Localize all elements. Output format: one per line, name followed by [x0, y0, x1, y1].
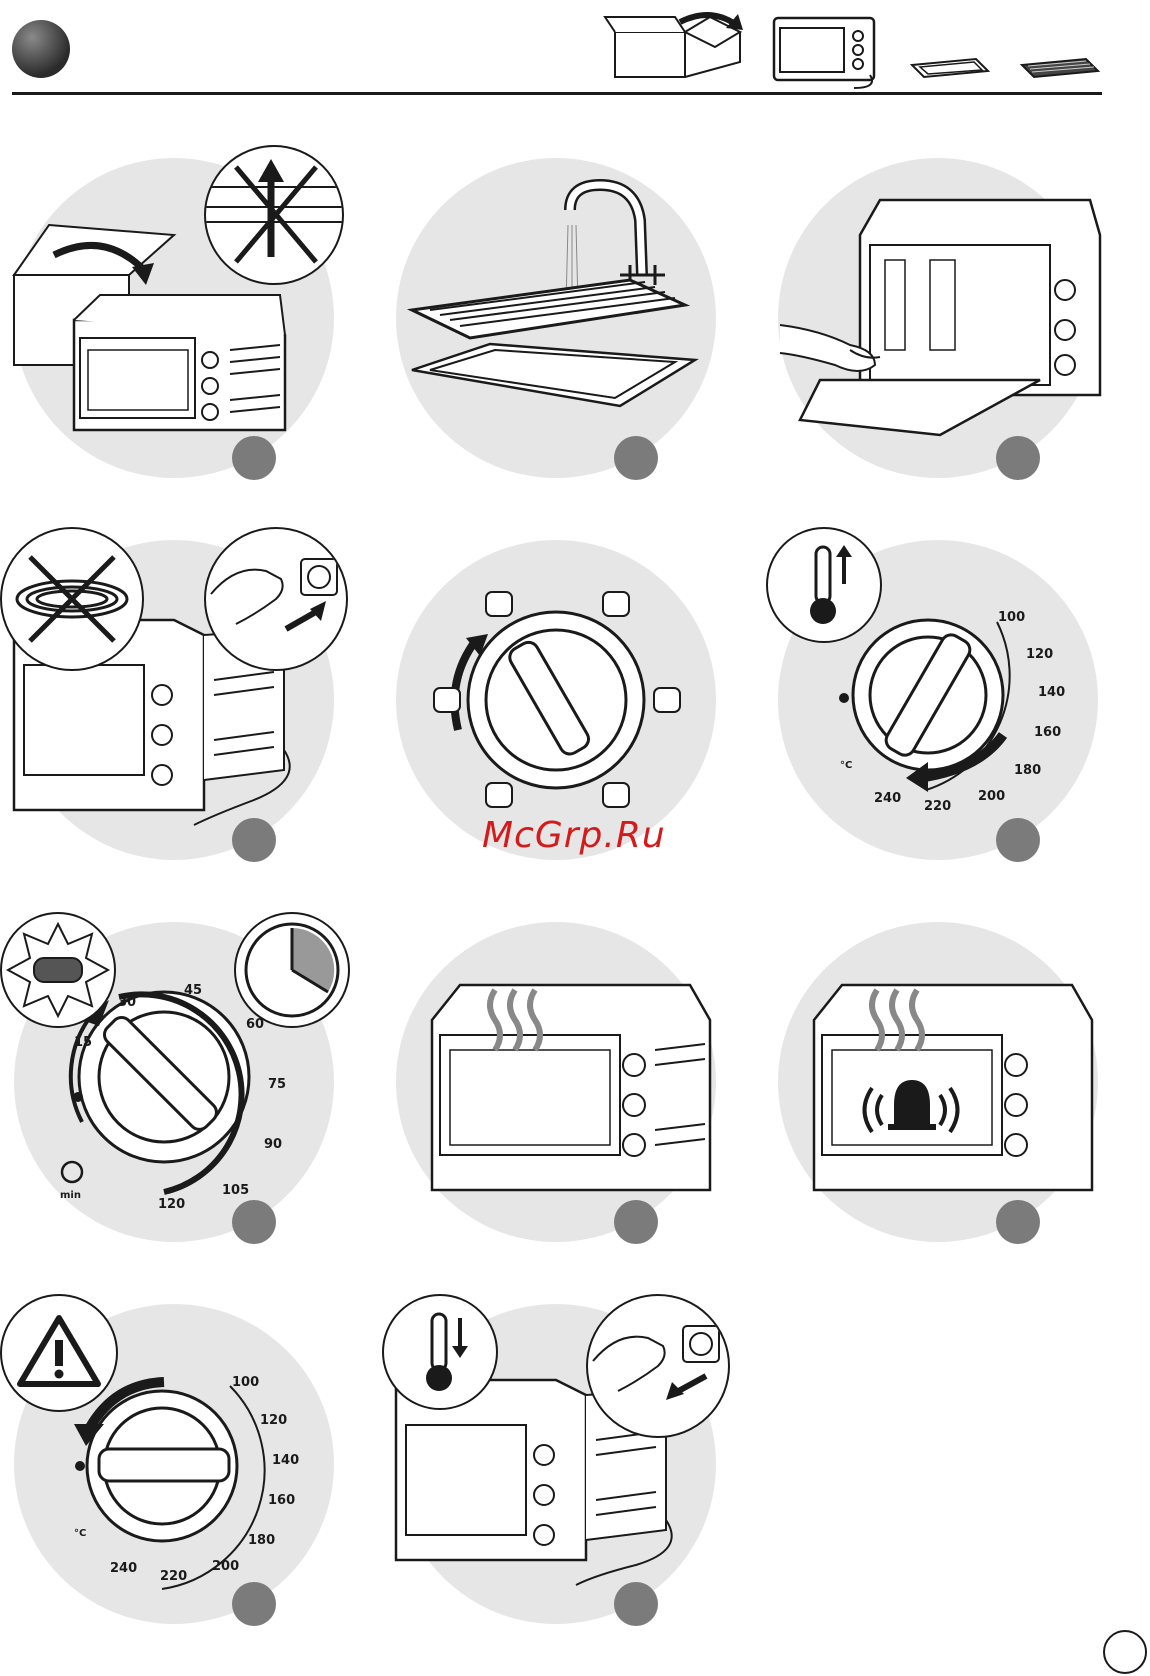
clock-icon [234, 912, 350, 1028]
oven-bell-icon [812, 980, 1102, 1200]
unit-label: °C [840, 760, 852, 771]
unit-label: °C [74, 1528, 86, 1539]
warning-icon [0, 1294, 118, 1412]
scale-label: 180 [1014, 763, 1041, 778]
baking-tray-icon [410, 340, 700, 420]
scale-label: 200 [212, 1559, 239, 1574]
scale-label: 140 [1038, 685, 1065, 700]
step-number-dot [232, 818, 276, 862]
hot-oven-icon [430, 980, 720, 1200]
scale-label: 100 [232, 1375, 259, 1390]
scale-label: 220 [924, 799, 951, 814]
step-number-dot [232, 1582, 276, 1626]
header-badge [12, 20, 70, 78]
scale-label: 100 [998, 610, 1025, 625]
wire-rack-icon [410, 270, 690, 340]
scale-label: 75 [268, 1077, 286, 1092]
box-unpacking-icon [600, 2, 750, 82]
page-number-badge [1103, 1630, 1147, 1674]
step-number-dot [996, 436, 1040, 480]
scale-label: 160 [1034, 725, 1061, 740]
scale-label: 120 [260, 1413, 287, 1428]
no-coiled-cord-icon [0, 527, 144, 671]
wire-rack-icon [1020, 55, 1100, 80]
scale-label: 160 [268, 1493, 295, 1508]
plug-socket-icon [204, 527, 348, 671]
scale-label: 200 [978, 789, 1005, 804]
step-number-dot [232, 1200, 276, 1244]
hand-cloth-icon [780, 305, 890, 385]
step-number-dot [232, 436, 276, 480]
step-number-dot [996, 818, 1040, 862]
scale-label: 240 [874, 791, 901, 806]
scale-label: 120 [1026, 647, 1053, 662]
scale-label: 180 [248, 1533, 275, 1548]
unplug-icon [586, 1294, 730, 1438]
thermometer-up-icon [766, 527, 882, 643]
scale-label: 105 [222, 1183, 249, 1198]
scale-label: 220 [160, 1569, 187, 1584]
oven-icon [70, 290, 290, 440]
no-lift-by-door-icon [204, 145, 344, 285]
watermark: McGrp.Ru [482, 815, 666, 856]
function-knob-icon [396, 540, 716, 860]
thermometer-down-icon [382, 1294, 498, 1410]
indicator-light-icon [0, 912, 116, 1028]
scale-label: 15 [74, 1035, 92, 1050]
header-rule [12, 92, 1102, 95]
unit-label: min [60, 1190, 81, 1201]
oven-icon [770, 10, 880, 90]
scale-label: 30 [118, 995, 136, 1010]
step-number-dot [614, 1200, 658, 1244]
step-number-dot [614, 436, 658, 480]
step-number-dot [996, 1200, 1040, 1244]
step-number-dot [614, 1582, 658, 1626]
scale-label: 90 [264, 1137, 282, 1152]
baking-tray-icon [910, 55, 990, 80]
scale-label: 140 [272, 1453, 299, 1468]
scale-label: 45 [184, 983, 202, 998]
scale-label: 240 [110, 1561, 137, 1576]
scale-label: 120 [158, 1197, 185, 1212]
